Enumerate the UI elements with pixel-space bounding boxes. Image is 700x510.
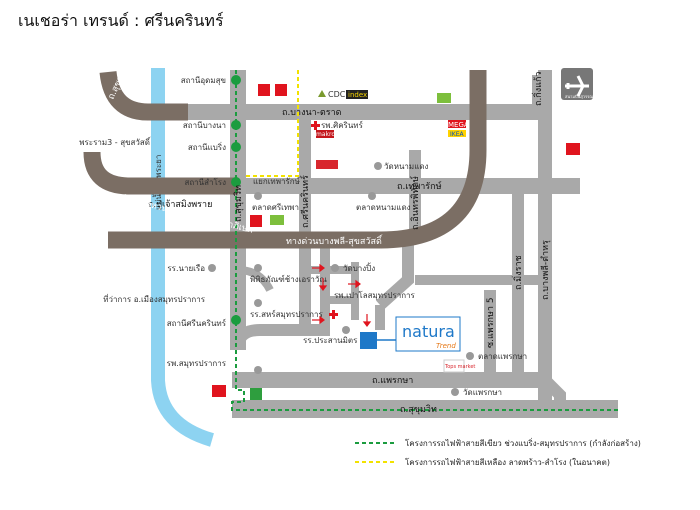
legend-yellow-label: โครงการรถไฟฟ้าสายสีเหลือง ลาดพร้าว-สำโรง…	[405, 457, 610, 467]
poi-label: รพ.สมุทรปราการ	[167, 359, 227, 368]
poi-label: ตลาดหนามแดง	[356, 203, 411, 212]
airport-label: สนามบินสุวรรณภูมิ	[565, 94, 599, 100]
green-line	[231, 70, 618, 411]
red-arrows	[312, 263, 372, 327]
road-label: ถ.สุขุมวิท	[233, 185, 244, 222]
road-label: ถ.บางนา-ตราด	[282, 108, 342, 118]
road-label: ถ.สุขุมวิท	[400, 404, 437, 415]
station-label: สถานีอุดมสุข	[181, 76, 226, 85]
project-marker: natura Trend	[360, 316, 461, 352]
road-label: ซ.แพรกษา 5	[486, 297, 496, 348]
poi-label: วัดบางปิ้ง	[343, 262, 375, 273]
road-label: ถ.ศรีนครินทร์	[299, 175, 311, 228]
legend-green-label: โครงการรถไฟฟ้าสายสีเขียว ช่วงแบริ่ง-สมุท…	[405, 437, 641, 448]
road-label: ถ.บางพลี-ตำหรุ	[540, 240, 551, 300]
station-label: สถานีสำโรง	[184, 177, 226, 187]
project-name: natura	[402, 322, 455, 341]
poi-label: รร.ประสานมิตร 2	[303, 336, 365, 345]
makro-label: makro	[316, 131, 335, 138]
station-label: สถานีศรีนครินทร์	[167, 318, 227, 328]
project-sub: Trend	[436, 342, 456, 350]
poi-label: พิพิธภัณฑ์ช้างเอราวัณ	[250, 274, 327, 284]
poi-label: รร.นายเรือ	[167, 264, 205, 273]
poi-label: พระราม3 - สุขสวัสดิ์	[79, 136, 151, 147]
road-label: ถ.กิ่งแก้ว	[531, 72, 544, 106]
poi-label: ตลาดศรีเทพา	[252, 203, 299, 212]
page-title: เนเชอร่า เทรนด์ : ศรีนครินทร์	[18, 11, 224, 30]
station-label: สถานีแบริ่ง	[188, 141, 226, 152]
poi-label: ตลาดแพรกษา	[478, 352, 527, 361]
station-labels: สถานีอุดมสุข สถานีบางนา สถานีแบริ่ง สถาน…	[167, 76, 227, 328]
legend: โครงการรถไฟฟ้าสายสีเขียว ช่วงแบริ่ง-สมุท…	[355, 437, 641, 467]
road-network	[188, 70, 618, 418]
airplane-icon: สนามบินสุวรรณภูมิ	[561, 68, 599, 100]
index-label: index	[348, 91, 367, 99]
poi-label: รพ.ศิครินทร์	[321, 120, 364, 130]
road-label: ถ.มิ่งราช	[511, 255, 524, 290]
station-markers	[231, 75, 241, 325]
poi-label: รร.สหร์สมุทรปราการ	[250, 309, 324, 319]
road-label: ถ.ปู่เจ้าสมิงพราย	[148, 199, 212, 210]
hospital-cross-icon	[311, 121, 338, 319]
mega-label: MEGA	[448, 121, 469, 129]
brand-badges: CDC index makro MEGA IKEA Tops market	[212, 84, 580, 400]
poi-markers	[208, 162, 474, 396]
cdc-label: CDC	[328, 90, 346, 99]
road-label: ถ.เทพารักษ์	[397, 180, 442, 192]
ikea-label: IKEA	[450, 131, 464, 138]
expressways	[83, 70, 487, 249]
poi-label: รพ.เปาโลสมุทรปราการ	[334, 290, 416, 300]
road-label: ถ.แพรกษา	[372, 376, 413, 386]
poi-label: วัดหนามแดง	[384, 162, 429, 171]
poi-label: ที่ว่าการ อ.เมืองสมุทรปราการ	[103, 293, 205, 304]
poi-label: วัดแพรกษา	[463, 388, 502, 397]
poi-labels: แยกเทพารักษ์ ตลาดศรีเทพา ตลาดหนามแดง วัด…	[79, 120, 527, 397]
road-label: ถ.อินทรพิทักษ์	[409, 176, 421, 230]
river	[151, 68, 215, 447]
station-label: สถานีบางนา	[183, 121, 226, 130]
yellow-line	[244, 70, 299, 177]
road-label: ทางด่วนบางพลี-สุขสวัสดิ์	[286, 234, 383, 247]
poi-label: แยกเทพารักษ์	[253, 176, 300, 186]
tops-label: Tops market	[444, 364, 475, 370]
